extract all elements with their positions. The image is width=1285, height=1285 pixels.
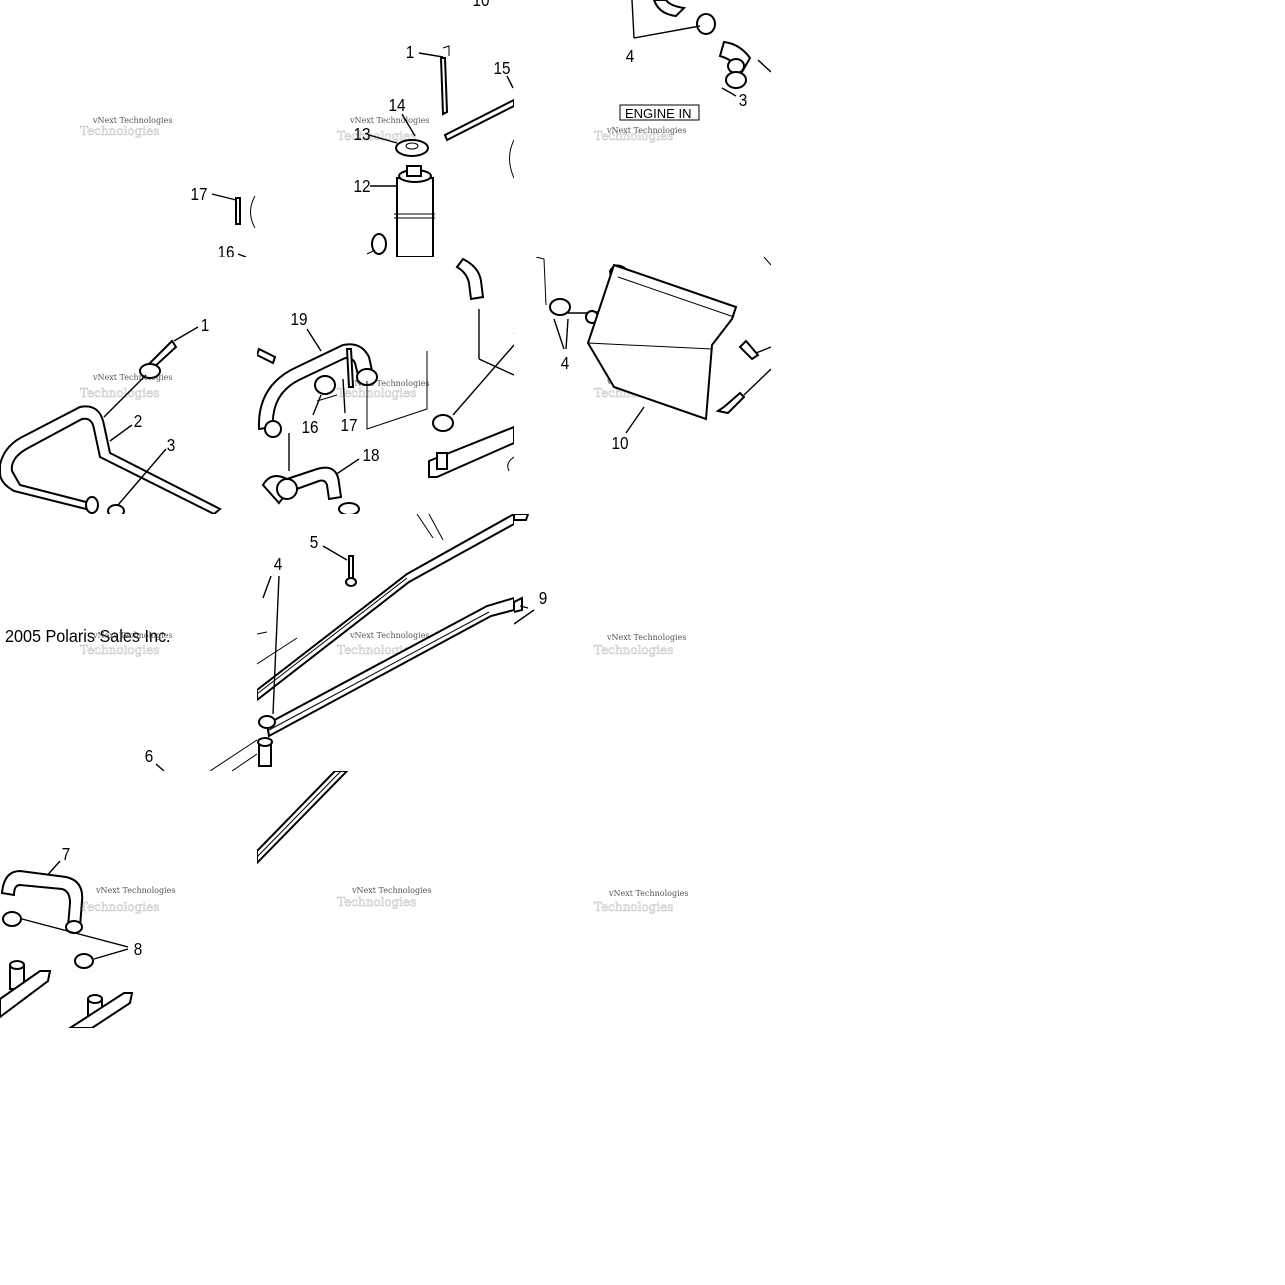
callout-2: 2	[134, 411, 143, 431]
svg-text:Technologies: Technologies	[80, 386, 159, 400]
callout-7: 7	[62, 844, 71, 864]
callout-12: 12	[354, 176, 371, 196]
diagram-tile: Technologies vNext Technologies	[257, 771, 514, 1028]
svg-text:Technologies: Technologies	[80, 124, 159, 138]
callout-10: 10	[473, 0, 490, 10]
svg-text:Technologies: Technologies	[80, 900, 159, 914]
callout-3: 3	[167, 435, 176, 455]
callout-18: 18	[363, 445, 380, 465]
watermark: vNext Technologies	[92, 373, 172, 382]
callout-3: 3	[739, 90, 748, 110]
callout-17: 17	[191, 184, 208, 204]
svg-text:Technologies: Technologies	[80, 643, 159, 657]
watermark: vNext Technologies	[92, 631, 172, 640]
diagram-tile: Technologies vNext Technologies 4 10	[514, 257, 771, 514]
callout-16: 16	[218, 242, 235, 257]
callout-16: 16	[302, 417, 319, 437]
callout-4: 4	[274, 554, 283, 574]
svg-text:Technologies: Technologies	[337, 129, 416, 143]
callout-4: 4	[561, 353, 570, 373]
callout-17: 17	[341, 415, 358, 435]
callout-10: 10	[612, 433, 629, 453]
callout-1: 1	[201, 315, 210, 335]
callout-9: 9	[539, 588, 548, 608]
svg-text:Technologies: Technologies	[337, 895, 416, 909]
watermark: vNext Technologies	[349, 379, 429, 388]
callout-6: 6	[145, 746, 154, 766]
svg-text:Technologies: Technologies	[594, 900, 673, 914]
diagram-tile: Technologies vNext Technologies 7 8	[0, 771, 257, 1028]
watermark: vNext Technologies	[95, 886, 175, 895]
copyright-text: 2005 Polaris Sales Inc.	[5, 626, 171, 646]
watermark: vNext Technologies	[92, 116, 172, 125]
diagram-tile: Technologies vNext Technologies 10 1 15 …	[257, 0, 514, 257]
callout-5: 5	[310, 532, 319, 552]
svg-text:Technologies: Technologies	[594, 643, 673, 657]
watermark: vNext Technologies	[349, 631, 429, 640]
diagram-tile: Technologies vNext Technologies 5 4	[257, 514, 514, 771]
svg-text:Technologies: Technologies	[594, 129, 673, 143]
diagram-tile: Technologies vNext Technologies 1 2 3	[0, 257, 257, 514]
callout-15: 15	[494, 58, 511, 78]
callout-19: 19	[291, 309, 308, 329]
diagram-tile: Technologies vNext Technologies © 19 16 …	[257, 257, 514, 514]
diagram-tile: Technologies vNext Technologies 17 16	[0, 0, 257, 257]
watermark: vNext Technologies	[351, 886, 431, 895]
watermark: vNext Technologies	[606, 126, 686, 135]
watermark: vNext Technologies	[608, 889, 688, 898]
callout-13: 13	[354, 124, 371, 144]
engine-in-label: ENGINE IN	[625, 106, 691, 121]
callout-14: 14	[389, 95, 406, 115]
watermark: vNext Technologies	[606, 633, 686, 642]
diagram-tile: Technologies 2005 Polaris Sales Inc. vNe…	[0, 514, 257, 771]
diagram-tile: Technologies vNext Technologies 4 3 ENGI…	[514, 0, 771, 257]
diagram-tile: Technologies vNext Technologies	[514, 771, 771, 1028]
callout-8: 8	[134, 939, 143, 959]
callout-1: 1	[406, 42, 415, 62]
diagram-tile: Technologies vNext Technologies 9	[514, 514, 771, 771]
svg-text:Technologies: Technologies	[337, 386, 416, 400]
callout-4: 4	[626, 46, 635, 66]
watermark: vNext Technologies	[349, 116, 429, 125]
